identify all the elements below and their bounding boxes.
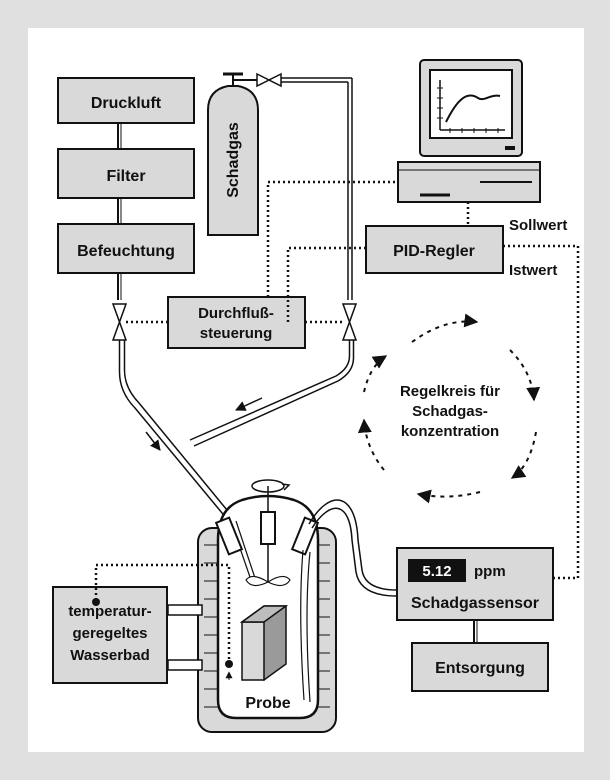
label-loop-3: konzentration <box>401 423 499 440</box>
label-durchfluss-1: Durchfluß- <box>198 305 274 322</box>
flow-arrow-schadgas <box>235 397 263 411</box>
box-pid-regler: PID-Regler <box>365 225 504 274</box>
label-schadgassensor: Schadgassensor <box>411 595 539 612</box>
label-schadgas: Schadgas <box>225 122 242 198</box>
label-pid-regler: PID-Regler <box>393 243 475 260</box>
label-druckluft: Druckluft <box>91 95 162 112</box>
signal-temperature <box>94 563 231 660</box>
inlet-connector-left <box>214 516 244 556</box>
cylinder-valve-icon <box>256 72 282 88</box>
signal-istwert <box>503 244 580 580</box>
label-befeuchtung: Befeuchtung <box>77 243 175 260</box>
gas-cylinder: Schadgas <box>207 72 282 236</box>
bath-sensor-dot <box>92 598 100 606</box>
tube-air-left <box>118 340 233 526</box>
box-filter: Filter <box>57 148 195 199</box>
monitor-chart-icon <box>437 80 505 133</box>
signal-pid-flow <box>286 246 366 322</box>
probe-sample: Probe <box>239 605 291 712</box>
label-bath-3: Wasserbad <box>70 647 149 664</box>
box-entsorgung: Entsorgung <box>411 642 549 692</box>
sensor-display <box>408 559 466 582</box>
sensor-value: 5.12 <box>422 563 451 580</box>
control-loop-arrows <box>357 313 541 504</box>
sensor-unit: ppm <box>474 563 506 580</box>
box-durchflusssteuerung: Durchfluß- steuerung <box>167 296 306 349</box>
box-wasserbad: temperatur- geregeltes Wasserbad <box>52 586 168 684</box>
valve-right-icon <box>341 303 358 341</box>
label-loop-2: Schadgas- <box>412 403 488 420</box>
tube-outlet-sensor <box>308 499 398 591</box>
label-bath-1: temperatur- <box>68 603 151 620</box>
box-schadgassensor: 5.12 ppm Schadgassensor <box>396 547 554 621</box>
flow-arrow-air <box>145 431 161 451</box>
label-durchfluss-2: steuerung <box>200 325 273 342</box>
vessel-sensor-dot <box>225 660 233 668</box>
box-druckluft: Druckluft <box>57 77 195 124</box>
label-bath-2: geregeltes <box>72 625 147 642</box>
stirrer-icon <box>245 479 291 587</box>
box-befeuchtung: Befeuchtung <box>57 223 195 274</box>
label-sollwert: Sollwert <box>509 217 567 234</box>
computer-icon <box>397 59 541 203</box>
label-loop-1: Regelkreis für <box>400 383 500 400</box>
label-probe: Probe <box>245 695 290 712</box>
stirrer-connector <box>260 511 276 545</box>
label-filter: Filter <box>106 168 145 185</box>
tube-schadgas-right <box>189 340 351 441</box>
valve-left-icon <box>111 303 128 341</box>
signal-computer-flow <box>266 180 398 297</box>
label-entsorgung: Entsorgung <box>435 660 525 677</box>
label-istwert: Istwert <box>509 262 557 279</box>
